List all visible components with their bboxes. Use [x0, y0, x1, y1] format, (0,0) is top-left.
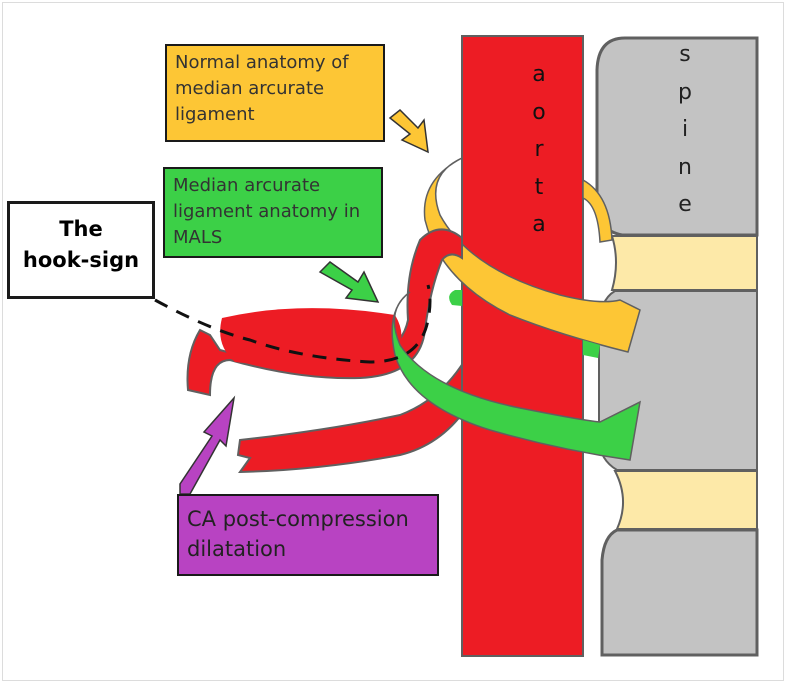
aorta-letter: a [532, 212, 546, 237]
mals-anatomy-label: Median arcurate ligament anatomy in MALS [163, 167, 383, 258]
hook-sign-line1: The [59, 217, 103, 241]
celiac-dilated-segment [220, 308, 402, 367]
disc-lower [613, 470, 758, 530]
green-arrow-icon [318, 261, 380, 303]
spine-letter: n [678, 154, 692, 180]
mals-median-arcuate-ligament [391, 290, 641, 461]
yellow-arrow-icon [388, 108, 429, 154]
normal-median-arcuate-ligament [423, 157, 641, 353]
hook-sign-line2: hook-sign [22, 248, 140, 272]
spine-letter: s [679, 42, 691, 67]
vertebra-lower [600, 528, 759, 657]
spine-label: s p i n e [665, 36, 705, 224]
spine-letter: i [681, 117, 689, 142]
spine [595, 36, 759, 657]
hook-sign-label: The hook-sign [7, 201, 155, 299]
aorta-letter: t [534, 174, 544, 200]
ca-dilatation-label: CA post-compression dilatation [177, 494, 439, 576]
normal-anatomy-label: Normal anatomy of median arcurate ligame… [165, 44, 385, 142]
disc-upper [610, 235, 758, 291]
aorta-label: a o r t a [524, 56, 554, 244]
aorta [461, 35, 584, 657]
spine-letter: e [678, 192, 692, 217]
aorta-letter: a [532, 62, 546, 87]
purple-arrow-icon [179, 395, 236, 495]
aorta-letter: o [532, 99, 546, 125]
spine-letter: p [678, 79, 692, 105]
aorta-letter: r [534, 137, 544, 162]
